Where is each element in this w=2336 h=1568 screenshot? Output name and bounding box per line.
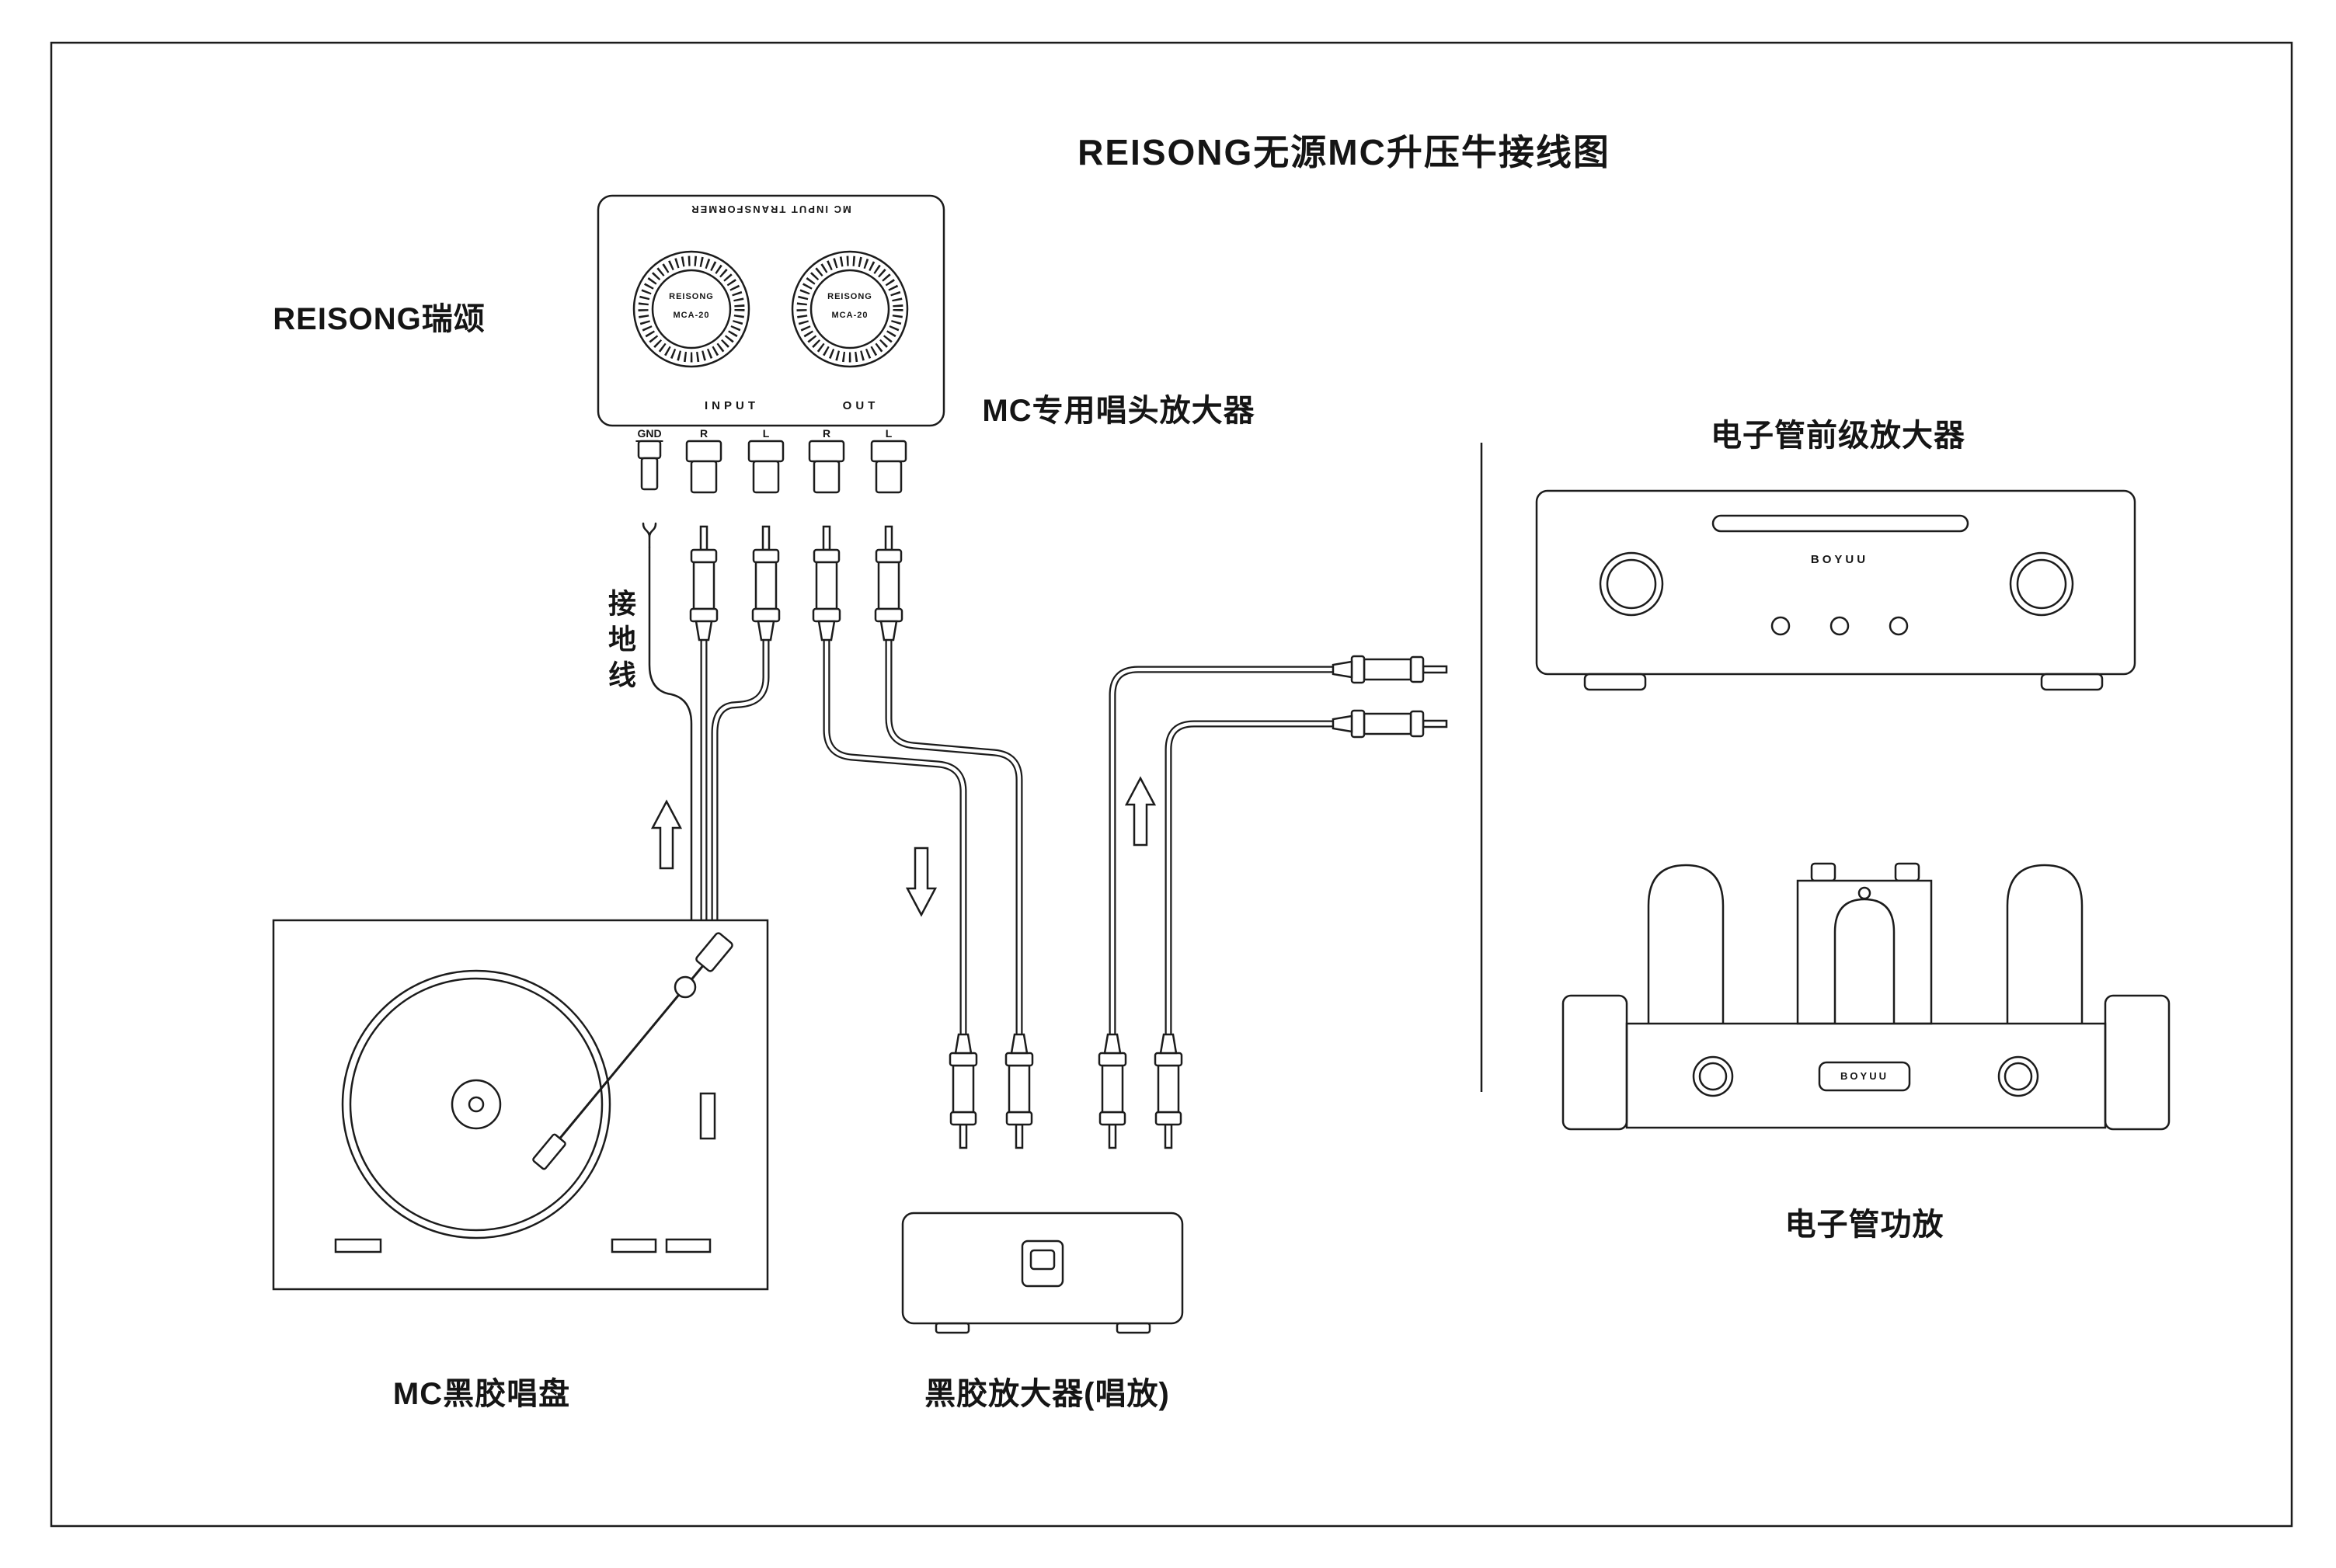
preamp-button-1 (1770, 616, 1791, 636)
preamp-knob-left (1599, 551, 1664, 617)
terminal-label-gnd: GND (635, 427, 663, 442)
speed-switch (699, 1092, 716, 1140)
input-label: INPUT (705, 399, 759, 412)
rca-plugs (689, 525, 1448, 1149)
ground-wire (642, 522, 693, 920)
terminal-label-out-l: L (883, 427, 894, 442)
rca-plug-phono-out-l (1154, 1033, 1183, 1149)
signal-arrows (650, 776, 1157, 917)
turntable-button-left (334, 1238, 382, 1253)
diagram-title: REISONG无源MC升压牛接线图 (1077, 132, 1610, 172)
dial-tick-ring (638, 256, 745, 363)
ground-wire-label: 接地线 (604, 589, 636, 696)
turntable-button-right-1 (611, 1238, 657, 1253)
rca-plug-out-r (812, 525, 841, 641)
preamp-button-2 (1829, 616, 1850, 636)
power-amp-label: 电子管功放 (1784, 1208, 1944, 1242)
center-tube (1833, 898, 1896, 1024)
cables (642, 522, 1333, 1034)
power-tube-left (1647, 864, 1725, 1024)
transformer-dial-left (632, 250, 750, 368)
turntable-label: MC黑胶唱盘 (392, 1377, 571, 1411)
preamp-label: 电子管前级放大器 (1711, 419, 1965, 453)
power-amp-side-right (2104, 994, 2171, 1131)
preamp-foot-right (2040, 673, 2104, 691)
transformer-label: MC专用唱头放大器 (982, 394, 1255, 428)
dial-left-brand-text: REISONG (669, 292, 714, 301)
rca-plug-preamp-r (1332, 655, 1448, 684)
terminal-label-input-l: L (761, 427, 771, 442)
rca-jack-input-l (747, 440, 785, 494)
rca-plug-preamp-l (1332, 709, 1448, 739)
spindle (468, 1096, 485, 1113)
arrow-up-turntable (650, 799, 683, 870)
rca-jack-out-l (870, 440, 907, 494)
phono-amp-label: 黑胶放大器(唱放) (924, 1377, 1170, 1411)
rca-plug-input-l (751, 525, 781, 641)
power-tube-right (2006, 864, 2084, 1024)
transformer-dial-right (791, 250, 909, 368)
preamp-button-3 (1889, 616, 1909, 636)
turntable-button-right-2 (665, 1238, 712, 1253)
dial-right-model-text: MCA-20 (831, 311, 869, 320)
link-cable-lower (1165, 720, 1333, 1034)
transformer-top-text: MC INPUT TRANSFORMER (690, 203, 851, 215)
phono-foot-right (1116, 1322, 1151, 1334)
power-amp-side-left (1561, 994, 1628, 1131)
link-cable-upper (1109, 666, 1333, 1034)
dial-tick-ring (796, 256, 903, 363)
rca-plug-out-l (874, 525, 903, 641)
power-amp-brand-text: BOYUU (1840, 1070, 1889, 1082)
power-amp-brand-plate (1818, 1061, 1911, 1092)
preamp-brand-text: BOYUU (1810, 553, 1869, 566)
out-cable-left (885, 640, 1023, 1034)
brand-label: REISONG瑞颂 (273, 302, 486, 336)
dial-right-brand-text: REISONG (827, 292, 872, 301)
terminal-label-input-r: R (698, 427, 710, 442)
ground-fork-connector (642, 522, 657, 548)
tonearm-counterweight (695, 932, 733, 972)
center-tube-tip (1857, 886, 1871, 900)
platter (341, 969, 611, 1239)
power-amp-chassis (1625, 1022, 2107, 1129)
dial-left-model-text: MCA-20 (673, 311, 710, 320)
tonearm-headshell (532, 1133, 566, 1170)
tube-power-amp (1561, 862, 2171, 1131)
out-label: OUT (842, 399, 879, 412)
preamp-foot-left (1583, 673, 1647, 691)
transformer-device (597, 194, 945, 494)
record-label (451, 1079, 502, 1130)
rca-plug-phono-in-l (1004, 1033, 1034, 1149)
preamp-knob-right (2009, 551, 2074, 617)
power-amp-knob-right (1997, 1055, 2039, 1097)
preamp-slot (1711, 514, 1969, 533)
input-cable-left (711, 640, 770, 920)
rca-plug-input-r (689, 525, 719, 641)
tube-preamp (1535, 489, 2136, 691)
rca-plug-phono-in-r (949, 1033, 978, 1149)
diagram-border (50, 41, 2293, 1528)
tonearm (532, 932, 733, 1170)
phono-foot-left (935, 1322, 970, 1334)
gnd-terminal-post (637, 440, 662, 491)
power-amp-knob-left (1692, 1055, 1734, 1097)
out-cable-right (823, 640, 967, 1034)
turntable (272, 919, 769, 1291)
arrow-down-phono (905, 847, 938, 917)
phono-connector (1021, 1239, 1064, 1288)
arrow-up-preamp (1124, 776, 1157, 847)
rca-jack-out-r (808, 440, 845, 494)
rca-jack-input-r (685, 440, 722, 494)
rca-plug-phono-out-r (1098, 1033, 1127, 1149)
phono-amp (901, 1212, 1184, 1334)
tonearm-pivot (674, 975, 697, 999)
terminal-label-out-r: R (820, 427, 833, 442)
